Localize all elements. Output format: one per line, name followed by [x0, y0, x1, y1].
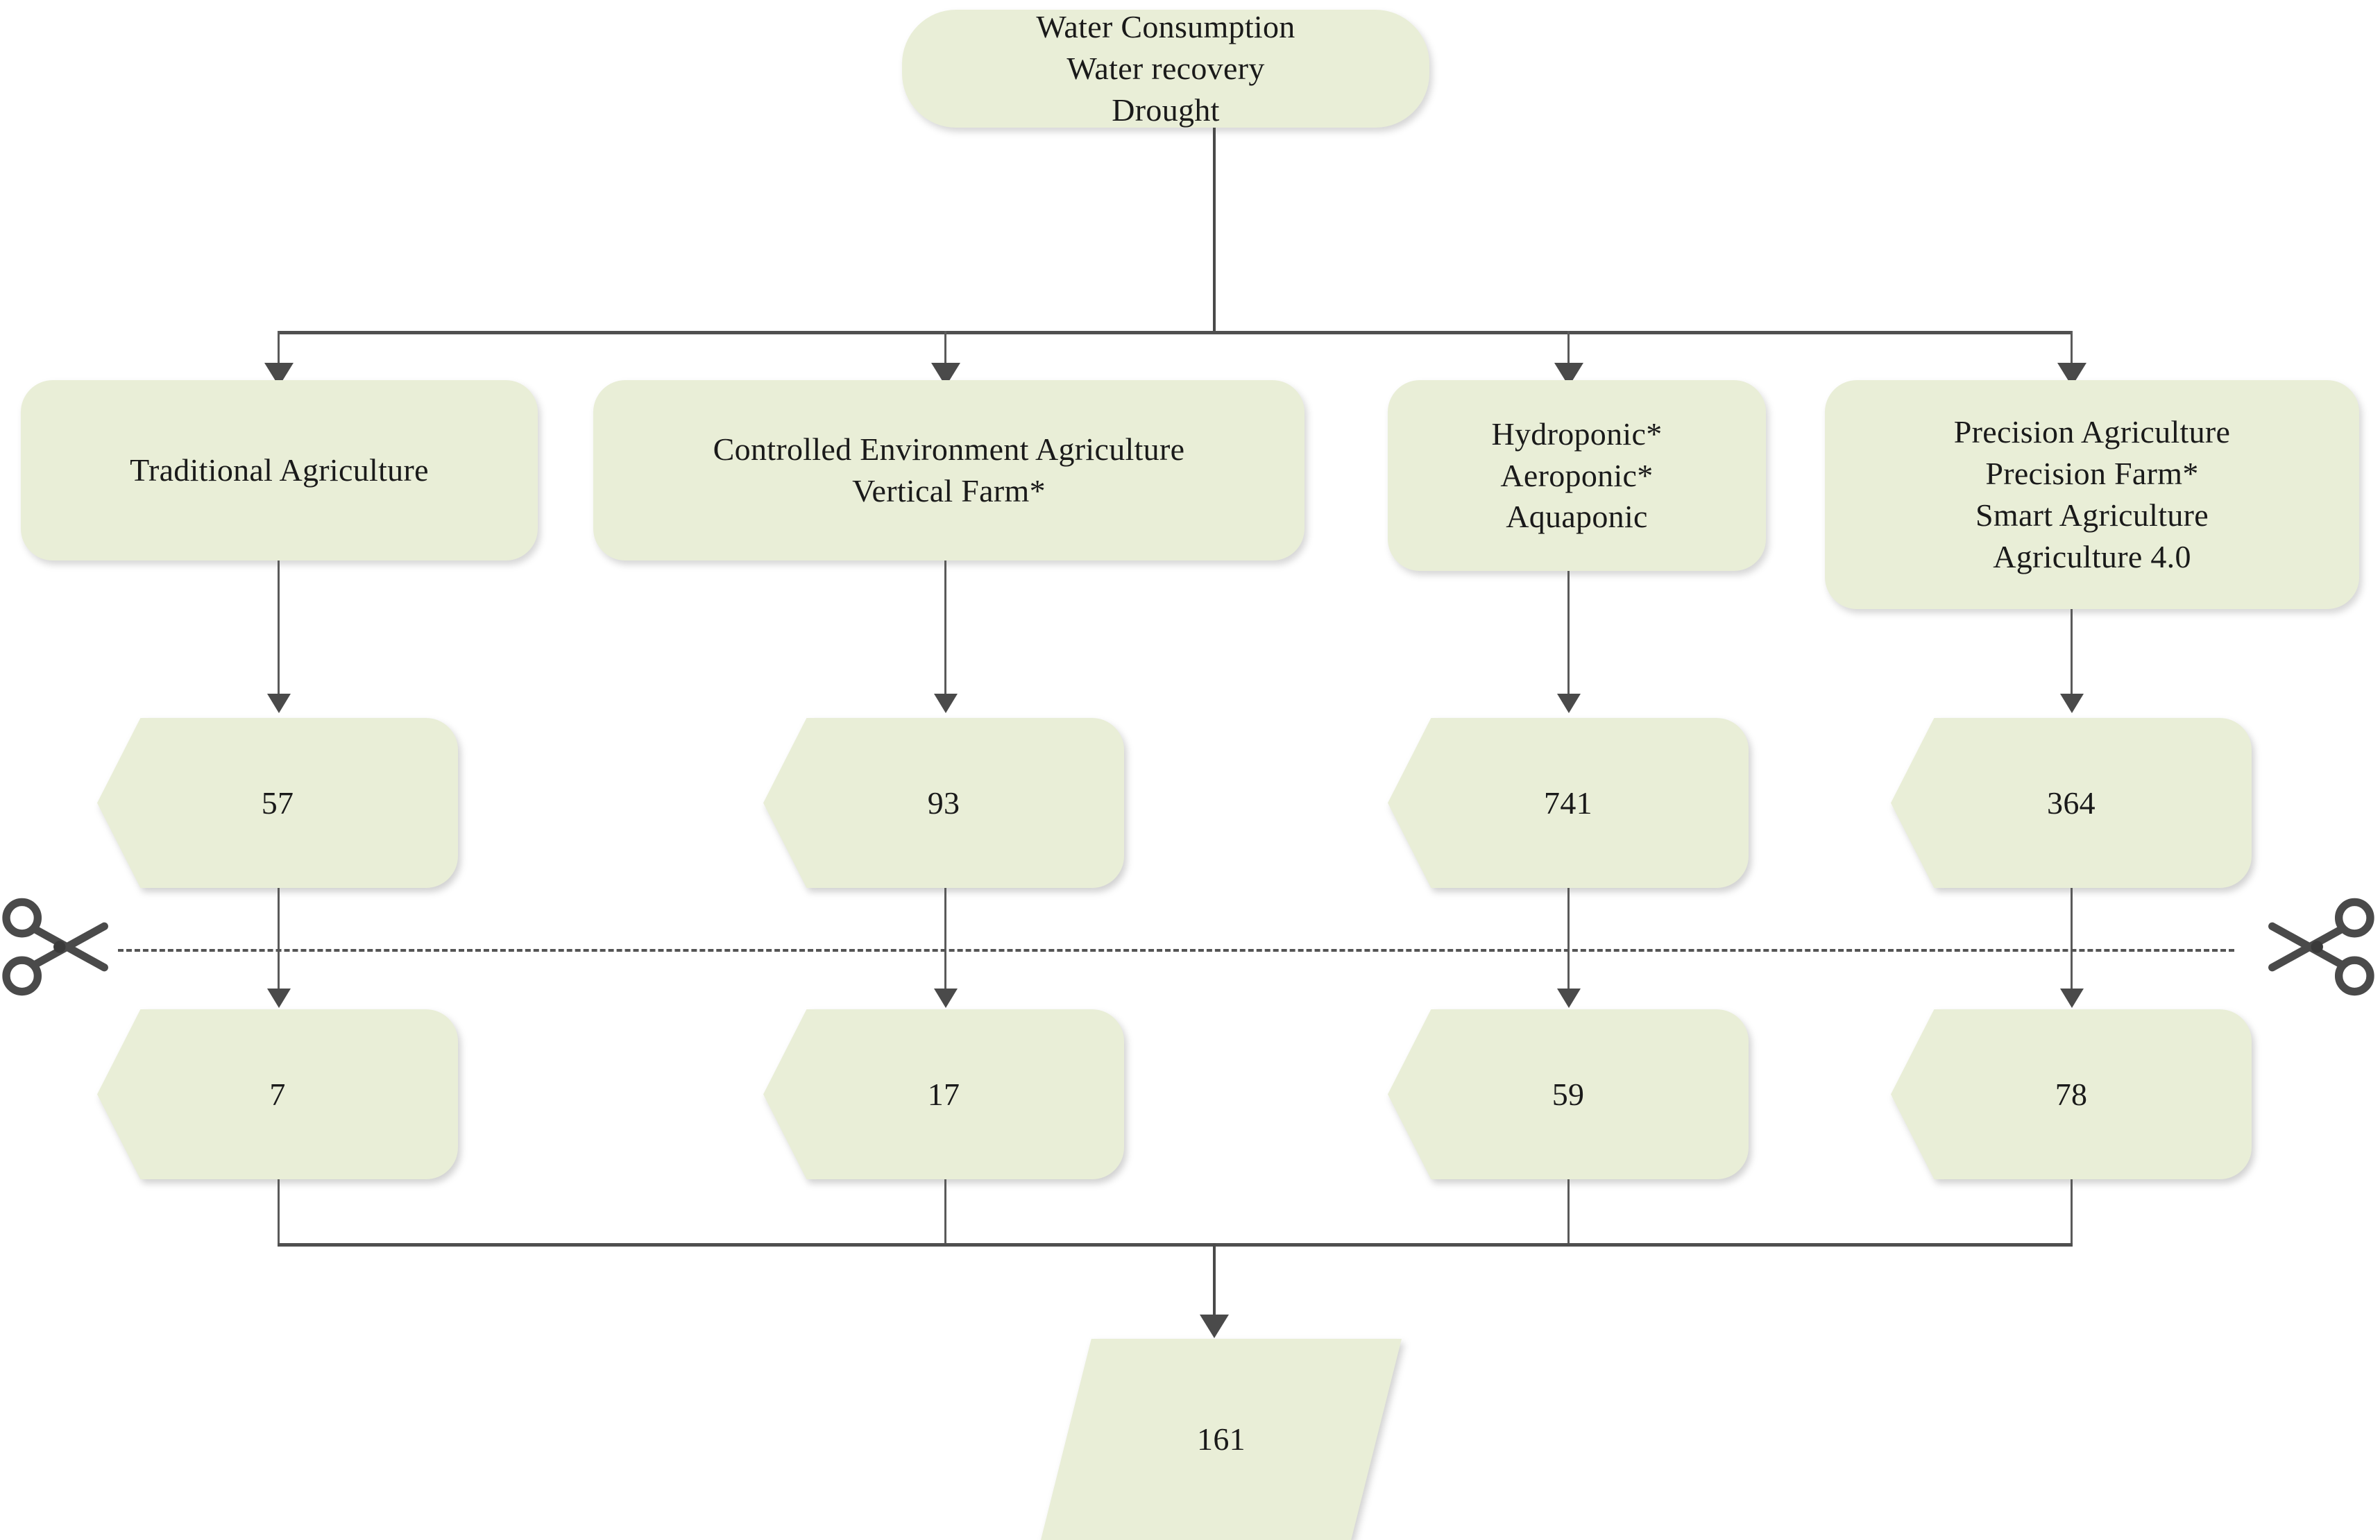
total-shape: 161 [1041, 1339, 1402, 1540]
count-initial-label-1: 57 [261, 785, 294, 821]
connector-line-count2-to-screened2 [944, 888, 946, 995]
branch-line-col3 [1567, 331, 1570, 373]
count-screened-shape-4: 78 [1891, 1009, 2252, 1179]
connector-arrow-count3-to-screened3 [1557, 989, 1581, 1008]
category-label-precision: Precision Agriculture Precision Farm* Sm… [1953, 414, 2231, 574]
connector-arrow-cat3-to-count3 [1557, 694, 1581, 713]
count-initial-label-3: 741 [1544, 785, 1592, 821]
scissors-icon-left [0, 895, 121, 999]
count-screened-label-4: 78 [2055, 1076, 2088, 1112]
count-initial-shape-4: 364 [1891, 718, 2252, 888]
category-node-cea: Controlled Environment Agriculture Verti… [593, 380, 1304, 561]
category-label-traditional: Traditional Agriculture [130, 452, 429, 488]
count-screened-shape-3: 59 [1388, 1009, 1749, 1179]
connector-line-count3-to-screened3 [1567, 888, 1570, 995]
count-initial-label-4: 364 [2047, 785, 2096, 821]
total-stem-line [1213, 1243, 1216, 1323]
connector-arrow-count1-to-screened1 [267, 989, 291, 1008]
count-initial-shape-2: 93 [763, 718, 1124, 888]
category-node-traditional: Traditional Agriculture [21, 380, 538, 561]
branch-line-col4 [2071, 331, 2073, 373]
connector-line-count1-to-screened1 [278, 888, 280, 995]
branch-line-col1 [278, 331, 280, 373]
count-initial-label-2: 93 [927, 785, 960, 821]
count-screened-label-3: 59 [1552, 1076, 1585, 1112]
connector-line-cat1-to-count1 [278, 561, 280, 699]
count-screened-shape-2: 17 [763, 1009, 1124, 1179]
connector-arrow-cat4-to-count4 [2060, 694, 2084, 713]
count-screened-label-2: 17 [927, 1076, 960, 1112]
merge-bar [278, 1243, 2073, 1247]
total-label: 161 [1197, 1421, 1246, 1457]
category-label-hydroponic: Hydroponic* Aeroponic* Aquaponic [1491, 416, 1663, 535]
count-screened-shape-1: 7 [97, 1009, 458, 1179]
connector-line-cat4-to-count4 [2071, 609, 2073, 699]
count-screened-label-1: 7 [269, 1076, 286, 1112]
merge-line-col2 [944, 1179, 946, 1245]
category-label-cea: Controlled Environment Agriculture Verti… [713, 431, 1185, 508]
connector-line-count4-to-screened4 [2071, 888, 2073, 995]
merge-line-col1 [278, 1179, 280, 1245]
category-node-precision: Precision Agriculture Precision Farm* Sm… [1825, 380, 2359, 609]
connector-arrow-count4-to-screened4 [2060, 989, 2084, 1008]
merge-line-col3 [1567, 1179, 1570, 1245]
count-initial-shape-3: 741 [1388, 718, 1749, 888]
merge-line-col4 [2071, 1179, 2073, 1245]
connector-arrow-count2-to-screened2 [934, 989, 958, 1008]
scissors-icon-right [2255, 895, 2377, 999]
connector-arrow-cat1-to-count1 [267, 694, 291, 713]
category-node-hydroponic: Hydroponic* Aeroponic* Aquaponic [1388, 380, 1766, 571]
root-node-water-topics: Water Consumption Water recovery Drought [902, 9, 1429, 128]
cut-dashed-line [118, 949, 2234, 952]
root-stem-line [1213, 128, 1216, 332]
distribution-bar [278, 331, 2073, 334]
count-initial-shape-1: 57 [97, 718, 458, 888]
branch-line-col2 [944, 331, 946, 373]
connector-line-cat2-to-count2 [944, 561, 946, 699]
connector-arrow-cat2-to-count2 [934, 694, 958, 713]
total-arrow [1200, 1315, 1229, 1338]
root-node-label: Water Consumption Water recovery Drought [1036, 9, 1295, 128]
connector-line-cat3-to-count3 [1567, 571, 1570, 699]
